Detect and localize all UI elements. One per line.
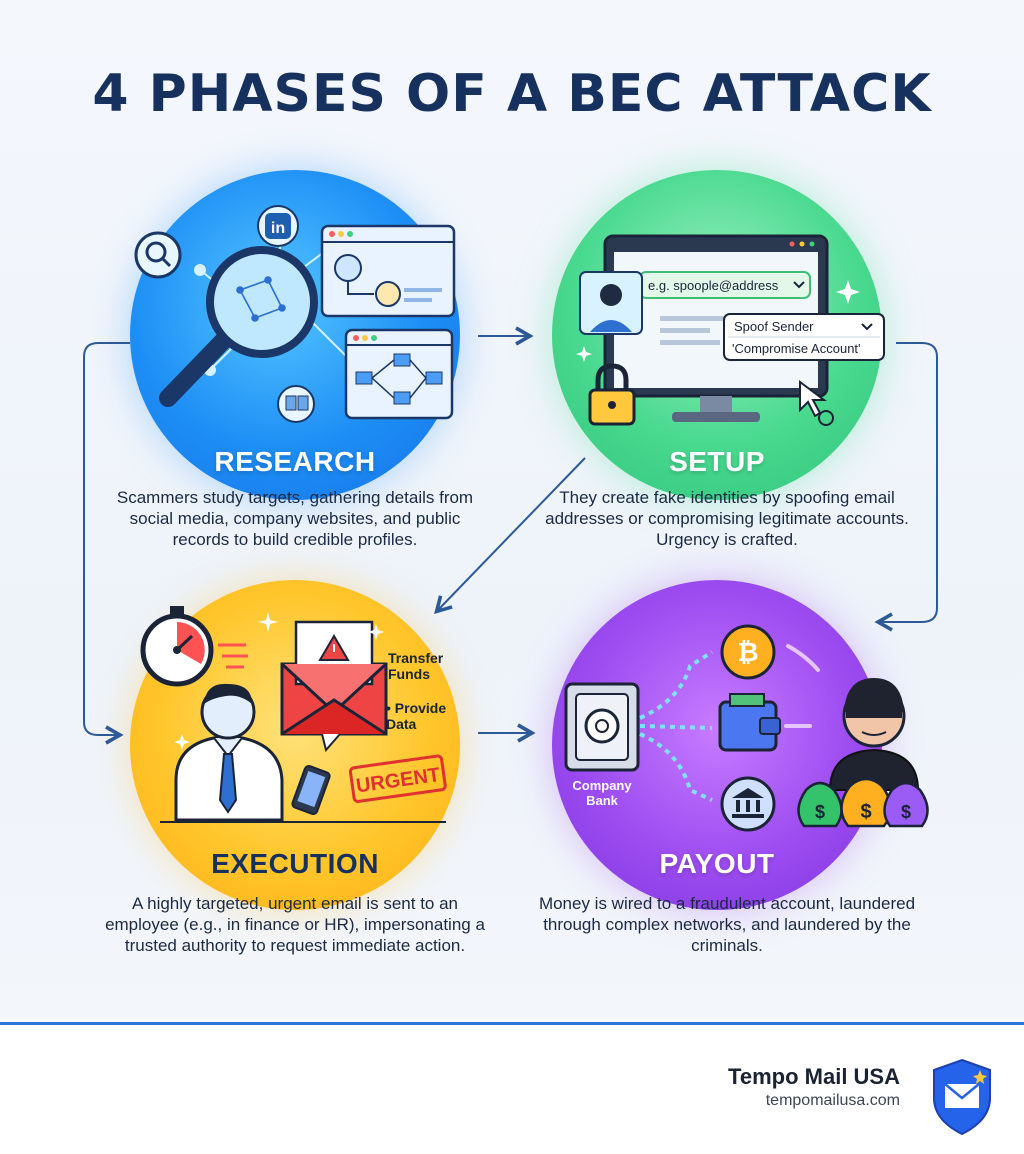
transfer-funds-label: Transfer Funds [388, 650, 444, 682]
spoof-dropdown: Spoof Sender 'Compromise Account' [723, 313, 885, 361]
phone-icon [291, 765, 331, 815]
compromise-account-text: 'Compromise Account' [732, 341, 861, 356]
svg-text:$: $ [860, 801, 871, 823]
sparkle-icon [836, 280, 860, 304]
arrow-loop-right [874, 342, 938, 632]
phase-title-payout: PAYOUT [659, 848, 775, 879]
transfer-arrows [784, 644, 820, 728]
footer-divider [0, 1022, 1024, 1025]
brand-url[interactable]: tempomailusa.com [765, 1092, 900, 1109]
small-search-icon [134, 231, 182, 279]
money-stream [639, 650, 714, 802]
phase-description-research: Scammers study targets, gathering detail… [116, 488, 474, 549]
sparkle-icon [368, 624, 384, 640]
email-field-text: e.g. spoople@address [648, 278, 779, 293]
phase-description-payout: Money is wired to a fraudulent account, … [538, 894, 916, 955]
flow-arrows [83, 326, 938, 745]
urgent-stamp: URGENT [348, 754, 447, 803]
shield-envelope-icon [933, 1058, 991, 1136]
phase-title-execution: EXECUTION [211, 848, 379, 879]
safe-icon [564, 682, 640, 772]
flowchart-window-icon [344, 328, 454, 420]
magnifier-icon [159, 246, 318, 407]
svg-text:$: $ [901, 802, 911, 822]
sparkle-icon [258, 612, 278, 632]
phase-description-setup: They create fake identities by spoofing … [545, 488, 909, 549]
payout-illustration: ₿ $ $ $ [564, 624, 929, 832]
phase-title-research: RESEARCH [214, 446, 376, 477]
sparkle-icon [174, 734, 190, 750]
provide-data-label: • Provide Data [386, 700, 447, 732]
bitcoin-icon: ₿ [720, 624, 776, 680]
stopwatch-icon [140, 606, 248, 687]
cursor-icon [799, 380, 834, 426]
database-icon [277, 385, 315, 423]
profile-window-icon [320, 224, 456, 318]
employee-icon [174, 683, 284, 822]
linkedin-label: in [271, 220, 285, 237]
arrow-loop-left [83, 342, 130, 745]
hacker-icon [828, 678, 920, 791]
envelope-warning-icon [280, 620, 388, 753]
svg-text:₿: ₿ [737, 637, 758, 667]
wallet-icon [718, 693, 781, 752]
research-illustration: in [134, 205, 456, 423]
phase-title-setup: SETUP [669, 446, 765, 477]
spoof-sender-text: Spoof Sender [734, 319, 814, 334]
arrow-setup-to-execution [434, 457, 586, 615]
bank-icon [720, 776, 776, 832]
svg-text:$: $ [815, 802, 825, 822]
linkedin-icon: in [257, 205, 299, 247]
setup-illustration: e.g. spoople@address Spoof Sender 'Compr… [576, 234, 885, 426]
sparkle-icon [576, 346, 592, 362]
page-title: 4 PHASES OF A BEC ATTACK [92, 64, 932, 124]
profile-card-icon [579, 271, 643, 335]
phase-description-execution: A highly targeted, urgent email is sent … [105, 894, 485, 955]
money-bag-icon: $ $ $ [797, 777, 929, 828]
brand-name: Tempo Mail USA [728, 1064, 900, 1089]
email-field-box: e.g. spoople@address [639, 271, 811, 299]
lock-icon [588, 363, 636, 426]
company-bank-label: Company Bank [572, 778, 632, 808]
